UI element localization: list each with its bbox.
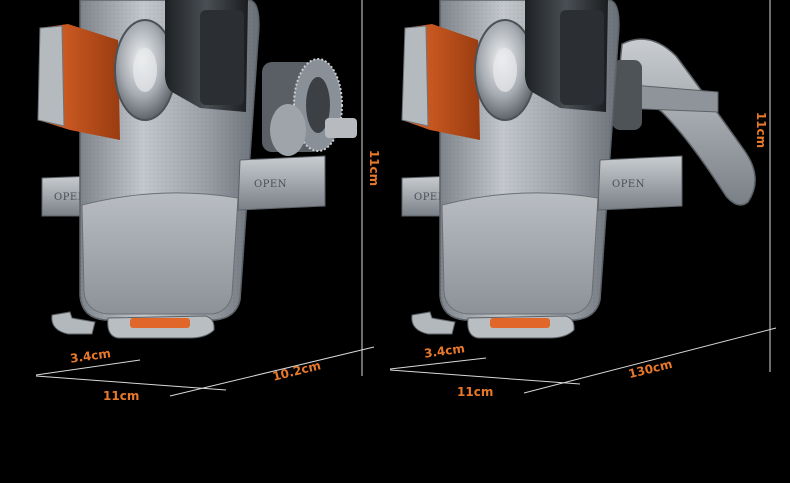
left-main-button: OPEN	[237, 155, 326, 211]
left-bottom-feet	[51, 311, 215, 339]
left-phone-holder: OPEN OPEN	[37, 0, 357, 339]
right-orange-grip	[401, 24, 480, 140]
right-vent-clip	[612, 38, 756, 206]
right-silver-disc	[474, 19, 536, 121]
right-lower-panel	[441, 192, 599, 315]
left-side-button-text: OPEN	[54, 192, 87, 203]
left-width-label: 11cm	[103, 389, 140, 403]
right-main-button: OPEN	[597, 155, 683, 211]
left-lower-panel	[81, 192, 239, 315]
left-gear-knob	[262, 58, 357, 156]
right-height-label: 11cm	[754, 111, 769, 149]
right-width-label: 11cm	[457, 385, 494, 399]
left-top-clamp	[164, 0, 248, 112]
right-main-button-text: OPEN	[612, 179, 645, 190]
right-phone-holder: OPEN OPEN	[401, 0, 756, 339]
left-dimension-lines	[35, 0, 375, 397]
left-height-label: 11cm	[367, 149, 382, 187]
right-bottom-feet	[411, 311, 575, 339]
left-orange-grip	[37, 24, 120, 140]
right-top-clamp	[524, 0, 608, 112]
left-main-button-text: OPEN	[254, 179, 287, 190]
right-dimension-lines	[389, 0, 777, 394]
left-silver-disc	[114, 19, 176, 121]
right-side-button-text: OPEN	[414, 192, 447, 203]
